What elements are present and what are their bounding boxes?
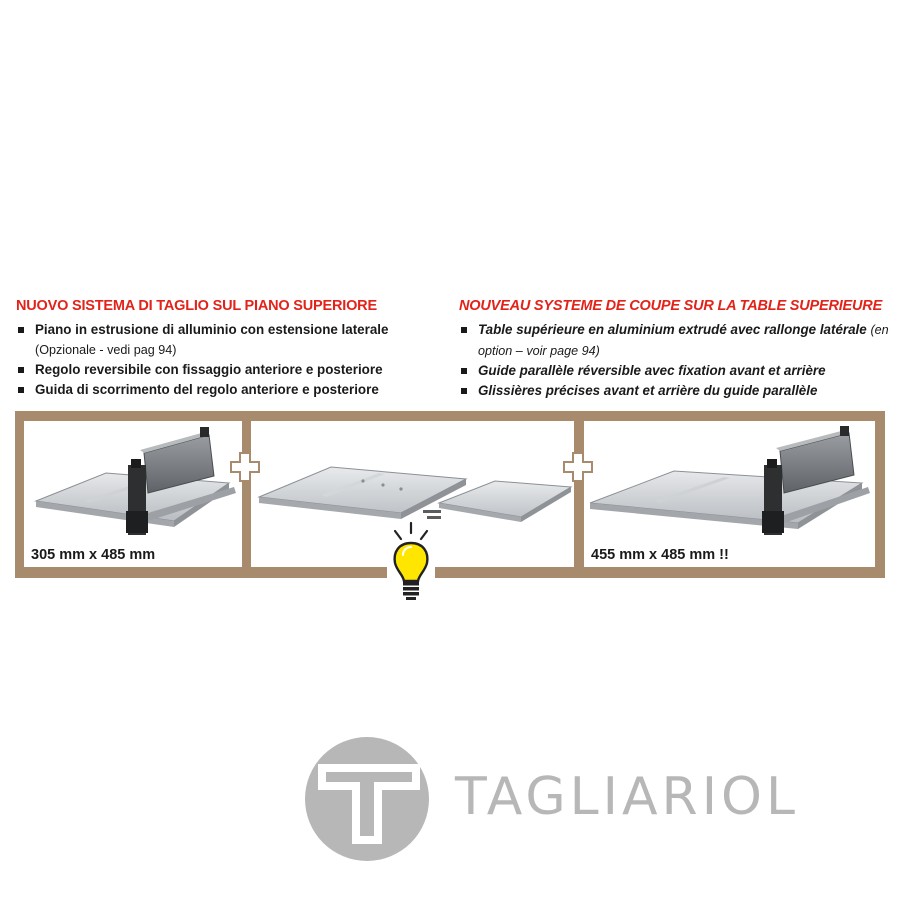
square-bullet-icon: [18, 327, 24, 333]
extended-size-label: 455 mm x 485 mm !!: [591, 547, 729, 563]
french-feature-list: Table supérieure en aluminium extrudé av…: [459, 320, 889, 400]
standard-size-label: 305 mm x 485 mm: [31, 547, 156, 563]
french-features: NOUVEAU SYSTEME DE COUPE SUR LA TABLE SU…: [459, 298, 889, 400]
square-bullet-icon: [461, 387, 467, 394]
plus-icon: [563, 452, 593, 482]
square-bullet-icon: [461, 327, 467, 333]
plus-icon: [230, 452, 260, 482]
list-item: Guida di scorrimento del regolo anterior…: [16, 380, 436, 400]
italian-features: NUOVO SISTEMA DI TAGLIO SUL PIANO SUPERI…: [16, 298, 436, 399]
french-heading: NOUVEAU SYSTEME DE COUPE SUR LA TABLE SU…: [459, 298, 883, 314]
square-bullet-icon: [461, 368, 467, 374]
italian-feature-list: Piano in estrusione di alluminio con est…: [16, 320, 436, 399]
light-bulb-icon: [387, 519, 435, 605]
tagliariol-logo-mark: [305, 737, 429, 861]
square-bullet-icon: [18, 367, 24, 373]
standard-table-image: [34, 427, 236, 535]
list-item: Glissières précises avant et arrière du …: [459, 381, 889, 401]
panel-standard-table: 305 mm x 485 mm: [24, 421, 242, 567]
panel-extended-table: 455 mm x 485 mm !!: [584, 421, 875, 567]
list-item: Guide parallèle réversible avec fixation…: [459, 361, 889, 381]
list-item: Table supérieure en aluminium extrudé av…: [459, 320, 889, 361]
extended-table-image: [589, 426, 870, 535]
italian-heading: NUOVO SISTEMA DI TAGLIO SUL PIANO SUPERI…: [16, 298, 377, 314]
list-item: Piano in estrusione di alluminio con est…: [16, 320, 436, 360]
tagliariol-wordmark: TAGLIARIOL: [455, 767, 799, 827]
square-bullet-icon: [18, 386, 24, 393]
list-item: Regolo reversibile con fissaggio anterio…: [16, 360, 436, 380]
table-extension-image: [257, 466, 573, 522]
